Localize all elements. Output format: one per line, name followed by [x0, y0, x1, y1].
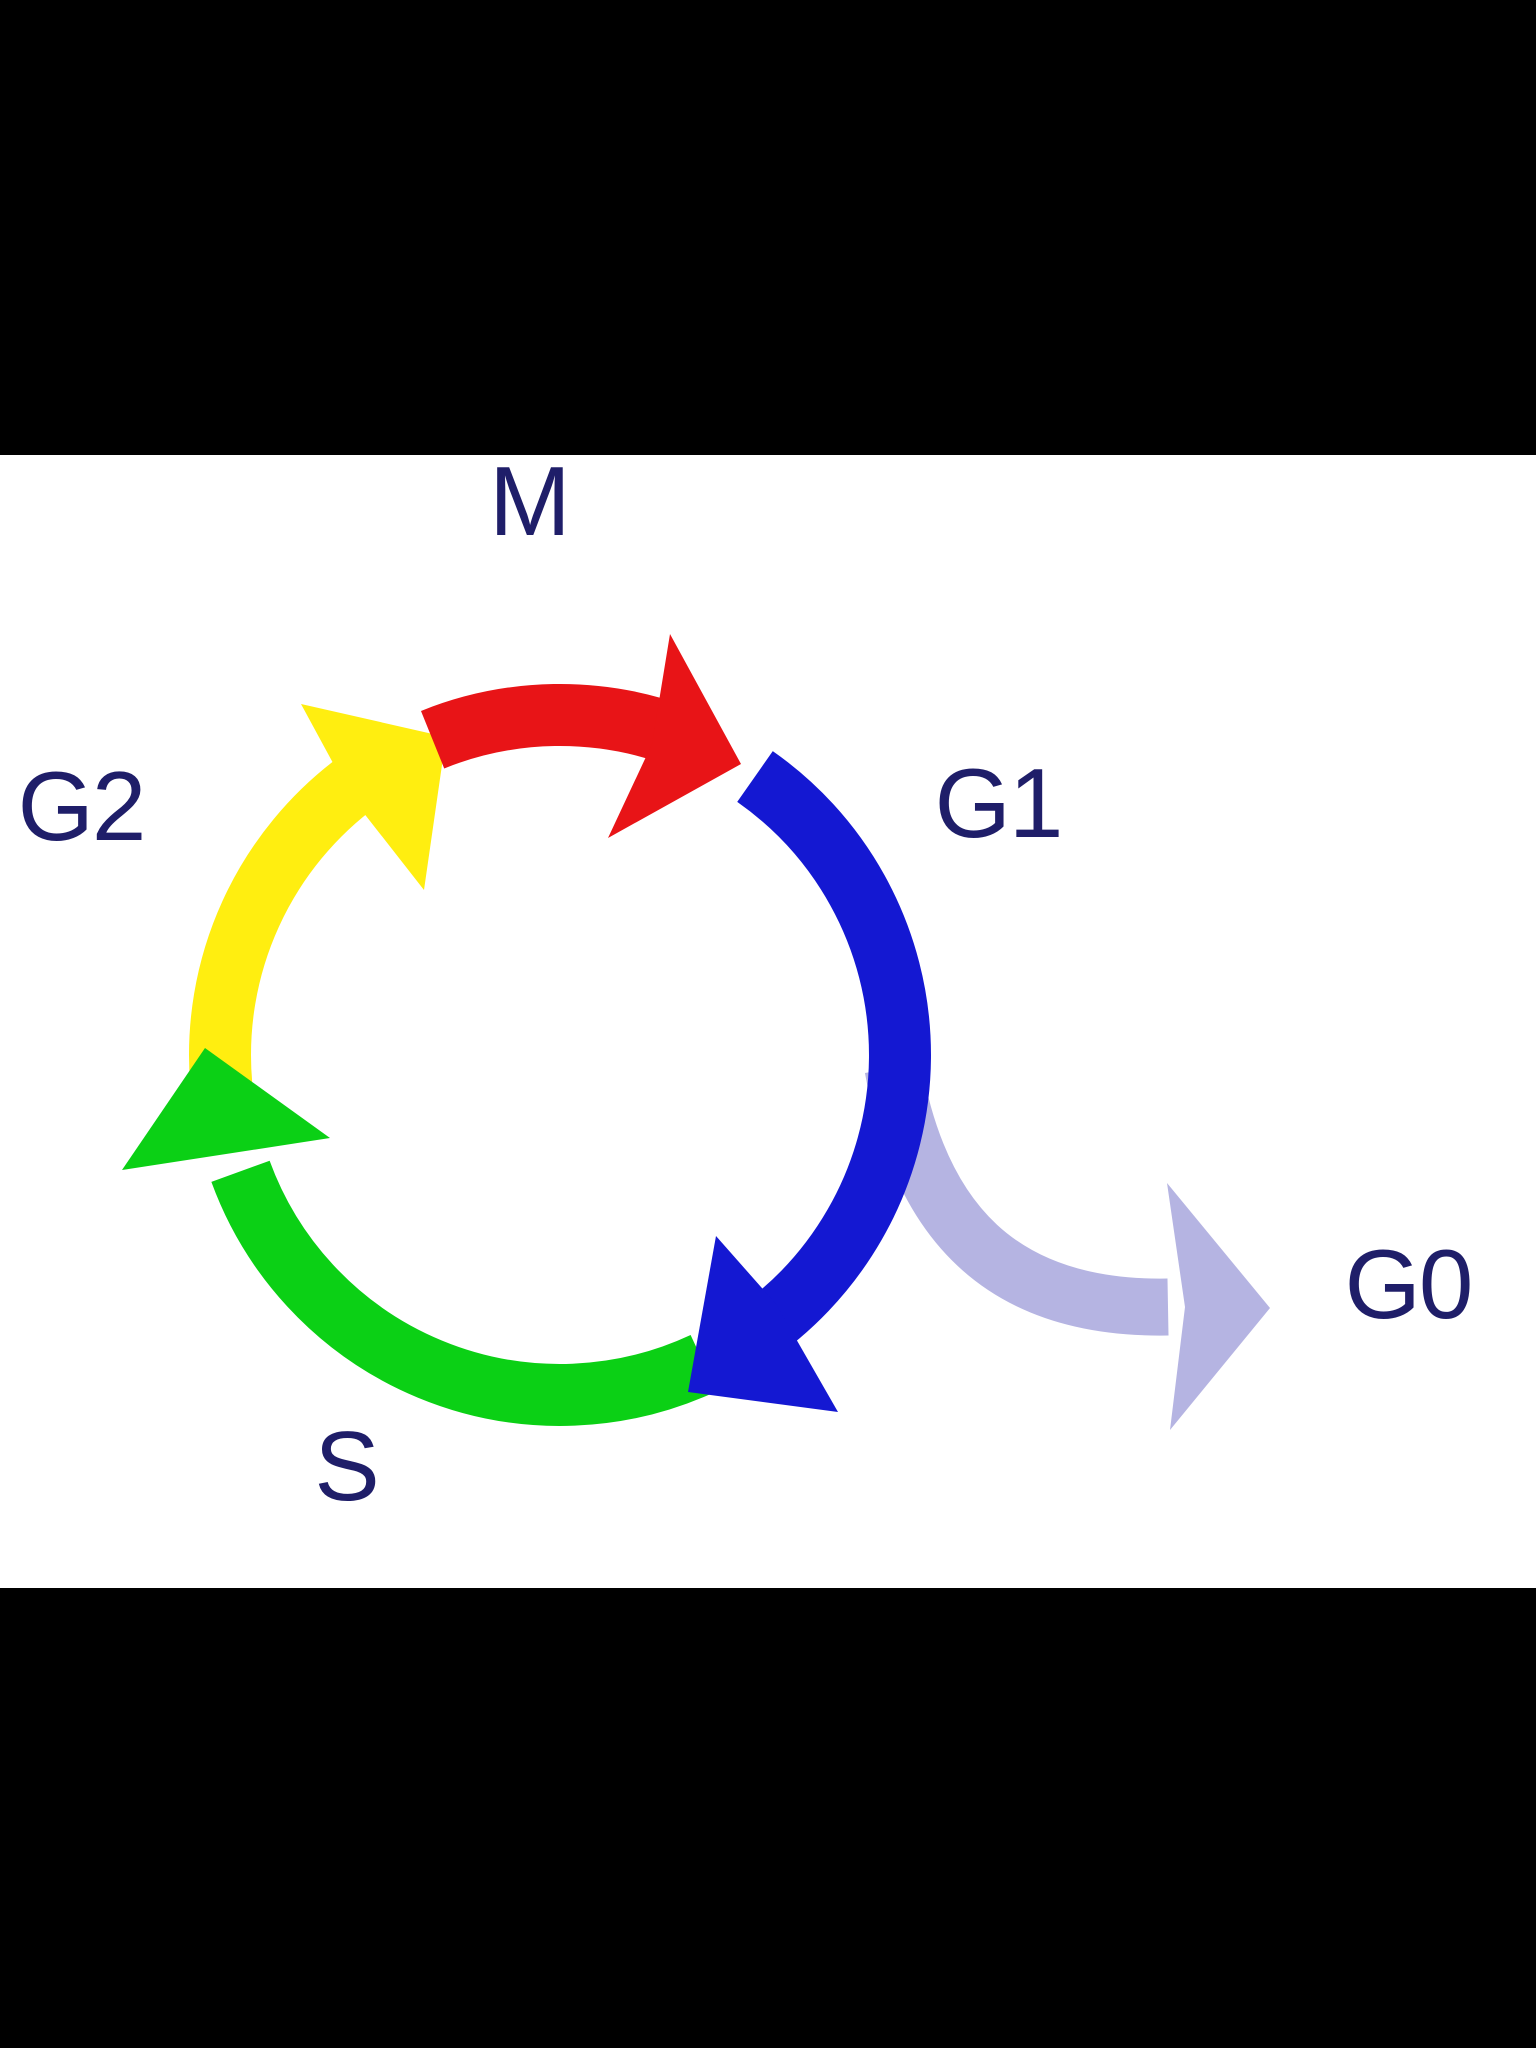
s-arrowhead-icon [122, 1048, 330, 1170]
g0-arrowhead-icon [1167, 1183, 1270, 1430]
label-s-phase: S [314, 1411, 377, 1521]
m-phase-arc [421, 683, 687, 769]
label-g2-phase: G2 [18, 751, 145, 861]
label-g0-phase: G0 [1345, 1229, 1472, 1339]
m-arrowhead-icon [608, 634, 741, 838]
label-m-phase: M [489, 446, 569, 556]
g1-arrowhead-icon [688, 1236, 838, 1412]
g2-phase-arc [189, 754, 379, 1088]
g2-arrowhead-icon [301, 704, 446, 890]
g1-phase-arc [732, 751, 931, 1363]
s-phase-arc [211, 1160, 717, 1426]
label-g1-phase: G1 [935, 748, 1062, 858]
